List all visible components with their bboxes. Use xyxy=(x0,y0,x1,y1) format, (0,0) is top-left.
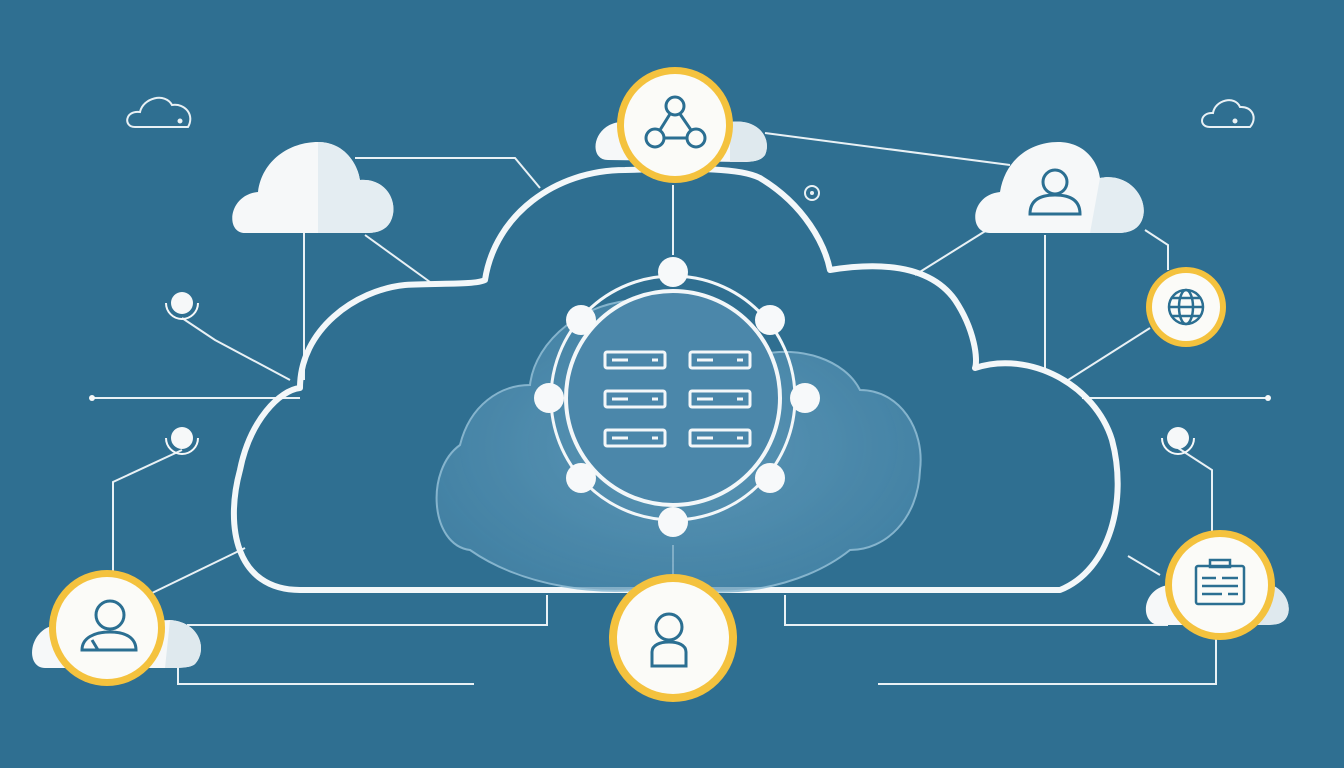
connector-lines xyxy=(92,132,1268,685)
badge-bottom[interactable] xyxy=(609,574,737,702)
globe-icon xyxy=(1167,288,1205,326)
small-cloud-icon xyxy=(126,96,192,128)
user-icon xyxy=(1028,168,1082,216)
user-icon xyxy=(650,612,688,668)
satellite-node xyxy=(790,383,820,413)
cloud-top-left xyxy=(232,142,394,233)
server-hub xyxy=(534,257,820,537)
satellite-node xyxy=(755,463,785,493)
endpoint-dots xyxy=(89,292,1271,455)
small-cloud-icon xyxy=(1201,99,1255,128)
badge-left-bottom[interactable] xyxy=(32,570,202,686)
satellite-node xyxy=(658,507,688,537)
network-share-icon xyxy=(644,95,707,149)
server-panel-icon xyxy=(1194,558,1246,606)
server-rack-icon xyxy=(603,350,752,448)
cloud-user-right[interactable] xyxy=(975,142,1144,233)
user-icon xyxy=(80,599,138,652)
badge-top[interactable] xyxy=(595,67,767,183)
satellite-node xyxy=(658,257,688,287)
satellite-node xyxy=(566,305,596,335)
badge-globe[interactable] xyxy=(1146,267,1226,347)
satellite-node xyxy=(566,463,596,493)
connector-dot-icon xyxy=(804,185,820,201)
satellite-node xyxy=(534,383,564,413)
satellite-node xyxy=(755,305,785,335)
satellite-nodes xyxy=(534,257,820,537)
badge-right-bottom[interactable] xyxy=(1145,530,1289,640)
